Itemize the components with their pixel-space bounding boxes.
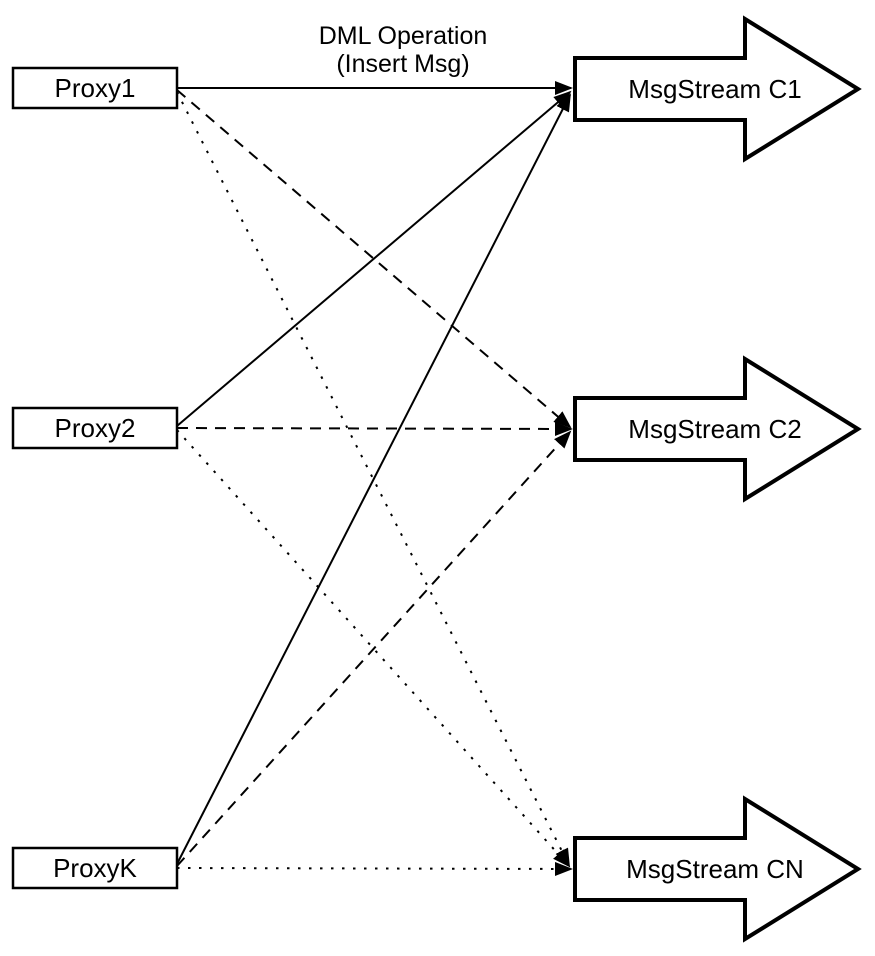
dml-operation-label-line1: DML Operation [319, 22, 488, 50]
proxy1-node [11, 66, 179, 110]
edge-proxyk-to-c2 [176, 430, 572, 867]
msgstream-c1-arrow [573, 15, 862, 163]
dml-operation-label-line2: (Insert Msg) [336, 50, 469, 78]
edge-proxy1-to-cn [176, 91, 570, 867]
msgstream-c1-label: MsgStream C1 [628, 74, 801, 104]
proxy2-label: Proxy2 [55, 413, 136, 443]
proxy1-label: Proxy1 [55, 73, 136, 103]
msgstream-cn-label: MsgStream CN [626, 854, 804, 884]
proxy2-node [11, 406, 179, 450]
edge-proxy2-to-cn [176, 429, 571, 868]
edge-proxyk-to-c1 [176, 93, 571, 865]
edge-proxy1-to-c2 [176, 89, 572, 429]
msgstream-c2-label: MsgStream C2 [628, 414, 801, 444]
edge-proxyk-to-cn [176, 861, 573, 876]
proxyk-label: ProxyK [53, 853, 137, 883]
msgstream-c2-arrow [573, 355, 862, 503]
edge-proxy2-to-c2 [176, 421, 573, 436]
edge-proxy2-to-c1 [176, 90, 572, 427]
msgstream-cn-arrow [573, 795, 862, 943]
proxyk-node [11, 846, 179, 890]
